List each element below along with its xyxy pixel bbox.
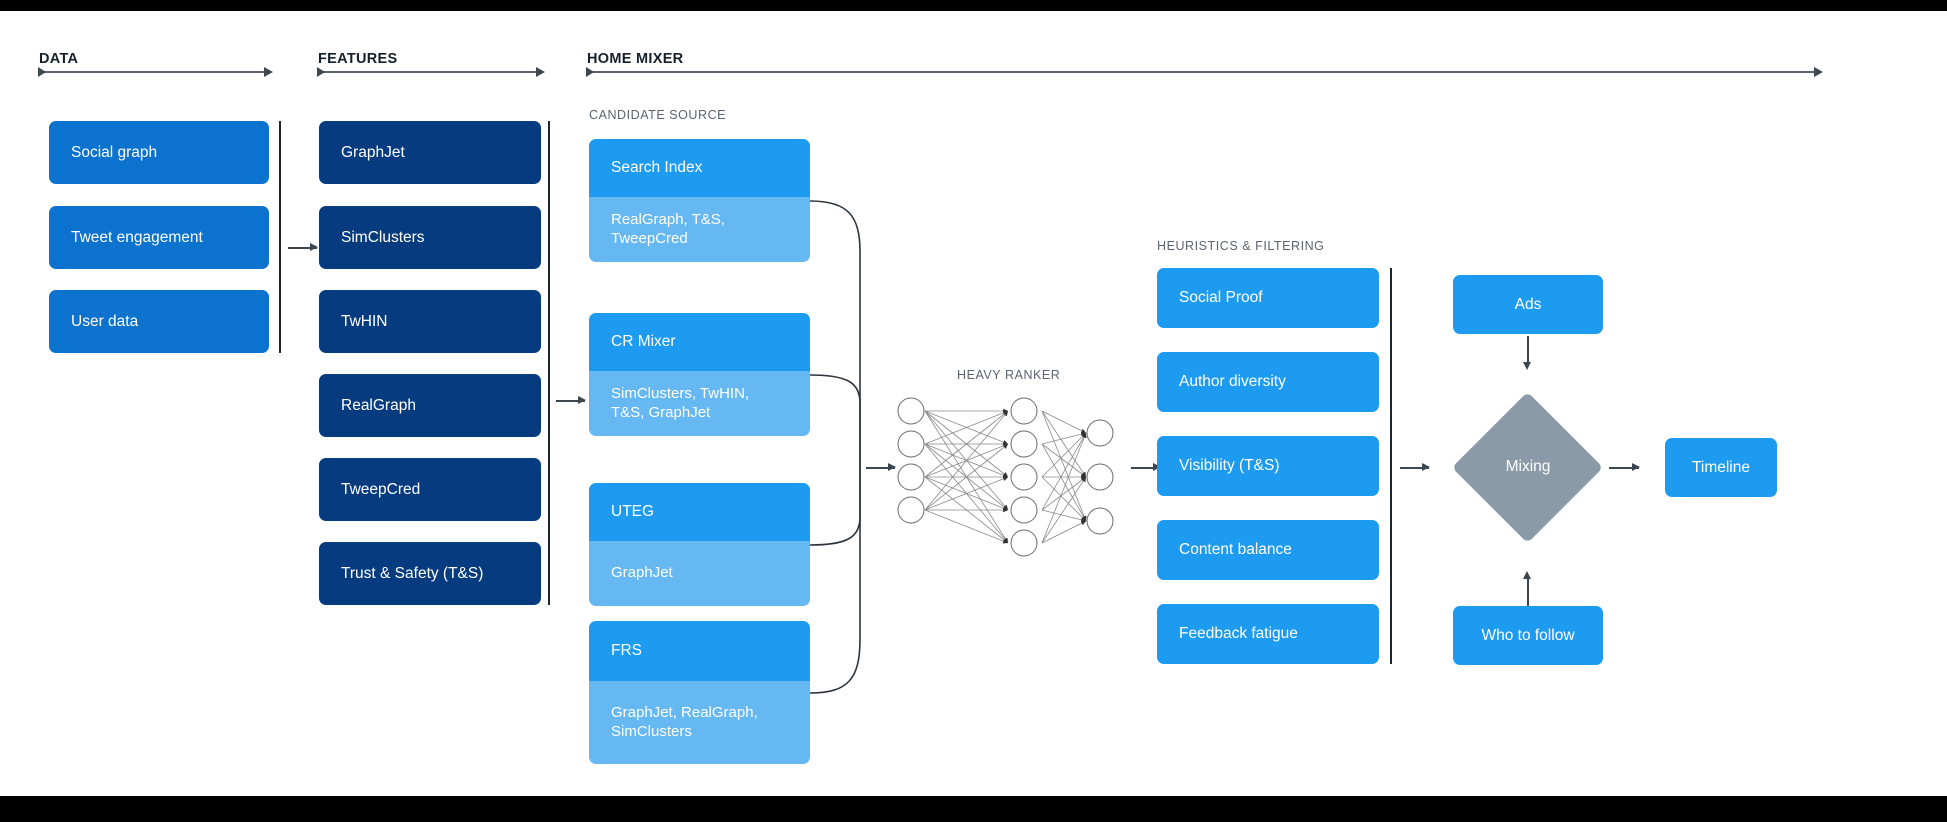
feature-box-trust-safety[interactable]: Trust & Safety (T&S) <box>319 542 541 605</box>
arrow-heavy-ranker-to-heuristics <box>1131 464 1161 471</box>
heuristic-box-label: Author diversity <box>1179 373 1286 390</box>
candidate-source-title: Search Index <box>589 139 810 197</box>
arrow-data-to-features <box>288 244 318 251</box>
candidate-source-features: SimClusters, TwHIN, T&S, GraphJet <box>589 371 810 436</box>
data-box-label: Tweet engagement <box>71 228 203 246</box>
stage-title-data: DATA <box>39 51 79 67</box>
divider-data-features <box>279 121 281 353</box>
stage-rule-features <box>317 67 545 77</box>
heuristic-box-label: Content balance <box>1179 541 1292 558</box>
data-box-tweet-engagement[interactable]: Tweet engagement <box>49 206 269 269</box>
candidate-source-title: CR Mixer <box>589 313 810 371</box>
candidate-source-features: GraphJet <box>589 541 810 606</box>
heuristic-box-label: Visibility (T&S) <box>1179 457 1280 474</box>
output-box-ads[interactable]: Ads <box>1453 275 1603 334</box>
mixing-label: Mixing <box>1505 458 1551 475</box>
arrow-who-to-follow-to-mixing <box>1524 571 1531 606</box>
candidate-source-card-cr-mixer[interactable]: CR Mixer SimClusters, TwHIN, T&S, GraphJ… <box>589 313 810 436</box>
sublabel-candidate-source: CANDIDATE SOURCE <box>589 108 727 122</box>
output-box-timeline[interactable]: Timeline <box>1665 438 1777 497</box>
heuristic-box-feedback-fatigue[interactable]: Feedback fatigue <box>1157 604 1379 664</box>
divider-features-home-mixer <box>548 121 550 605</box>
candidate-source-card-search-index[interactable]: Search Index RealGraph, T&S, TweepCred <box>589 139 810 262</box>
heuristic-box-social-proof[interactable]: Social Proof <box>1157 268 1379 328</box>
data-box-social-graph[interactable]: Social graph <box>49 121 269 184</box>
heuristic-box-author-diversity[interactable]: Author diversity <box>1157 352 1379 412</box>
feature-box-label: TweepCred <box>341 480 421 498</box>
feature-box-label: RealGraph <box>341 396 416 414</box>
sublabel-heavy-ranker: HEAVY RANKER <box>957 368 1061 382</box>
network-edges-layer2 <box>1041 410 1087 544</box>
heuristic-box-content-balance[interactable]: Content balance <box>1157 520 1379 580</box>
network-edges-layer1 <box>924 408 1009 544</box>
output-box-label: Ads <box>1514 295 1542 313</box>
feature-box-twhin[interactable]: TwHIN <box>319 290 541 353</box>
candidate-source-features: RealGraph, T&S, TweepCred <box>589 197 810 262</box>
feature-box-graphjet[interactable]: GraphJet <box>319 121 541 184</box>
letterbox-top-bar <box>0 0 1947 11</box>
data-box-user-data[interactable]: User data <box>49 290 269 353</box>
arrow-features-to-candidate-source <box>556 397 586 404</box>
feature-box-simclusters[interactable]: SimClusters <box>319 206 541 269</box>
feature-box-label: Trust & Safety (T&S) <box>341 564 484 582</box>
heuristic-box-visibility[interactable]: Visibility (T&S) <box>1157 436 1379 496</box>
feature-box-tweepcred[interactable]: TweepCred <box>319 458 541 521</box>
candidate-source-merge-connectors <box>809 200 861 694</box>
output-box-label: Who to follow <box>1481 626 1575 644</box>
feature-box-realgraph[interactable]: RealGraph <box>319 374 541 437</box>
arrow-mixing-to-timeline <box>1609 464 1640 471</box>
stage-rule-data <box>38 67 273 77</box>
candidate-source-title: UTEG <box>589 483 810 541</box>
letterbox-bottom-bar <box>0 796 1947 822</box>
data-box-label: User data <box>71 312 139 330</box>
stage-title-features: FEATURES <box>318 51 398 67</box>
candidate-source-card-frs[interactable]: FRS GraphJet, RealGraph, SimClusters <box>589 621 810 764</box>
stage-rule-home-mixer <box>586 67 1823 77</box>
arrow-heuristics-to-mixing <box>1400 464 1430 471</box>
arrow-ads-to-mixing <box>1524 336 1531 370</box>
output-box-who-to-follow[interactable]: Who to follow <box>1453 606 1603 665</box>
data-box-label: Social graph <box>71 143 158 161</box>
stage-title-home-mixer: HOME MIXER <box>587 51 684 67</box>
feature-box-label: GraphJet <box>341 143 405 161</box>
candidate-source-card-uteg[interactable]: UTEG GraphJet <box>589 483 810 606</box>
heuristic-box-label: Feedback fatigue <box>1179 625 1298 642</box>
heavy-ranker-network <box>897 397 1114 557</box>
heuristic-box-label: Social Proof <box>1179 289 1263 306</box>
network-nodes <box>897 397 1114 557</box>
output-box-label: Timeline <box>1692 458 1750 476</box>
candidate-source-title: FRS <box>589 621 810 681</box>
sublabel-heuristics: HEURISTICS & FILTERING <box>1157 239 1325 253</box>
candidate-source-features: GraphJet, RealGraph, SimClusters <box>589 681 810 764</box>
diagram-canvas: DATA FEATURES HOME MIXER CANDIDATE SOURC… <box>0 11 1947 796</box>
divider-heuristics-output <box>1390 268 1392 664</box>
feature-box-label: SimClusters <box>341 228 425 246</box>
arrow-candidate-source-to-heavy-ranker <box>866 464 896 471</box>
feature-box-label: TwHIN <box>341 312 388 330</box>
